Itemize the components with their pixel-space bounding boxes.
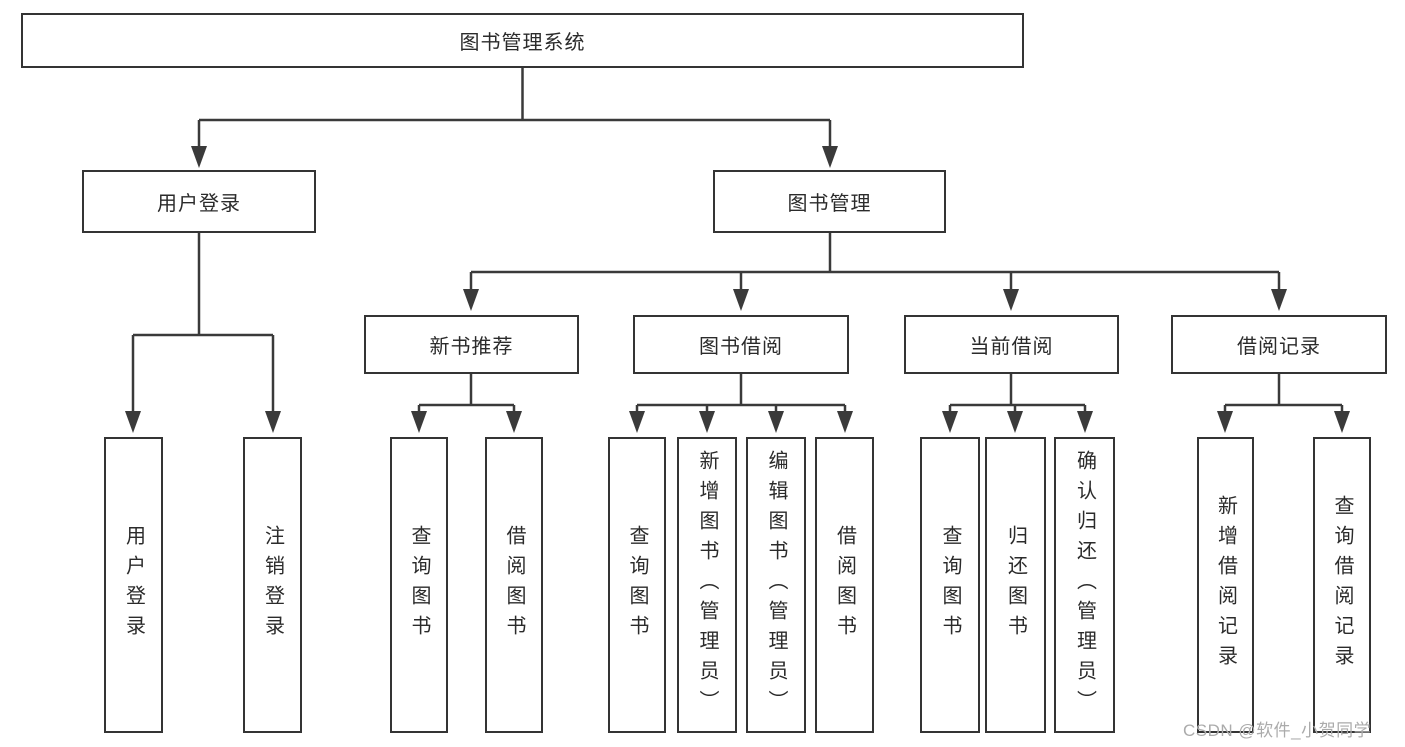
node-current-borrowing: 当前借阅 xyxy=(904,315,1119,374)
node-book-management: 图书管理 xyxy=(713,170,946,233)
leaf-add-books-admin: 新增图书（管理员） xyxy=(677,437,737,733)
arrowhead xyxy=(1007,411,1023,433)
node-user-login: 用户登录 xyxy=(82,170,316,233)
leaf-label: 查询图书 xyxy=(408,525,430,645)
leaf-label: 新增图书（管理员） xyxy=(696,450,718,720)
leaf-label: 查询图书 xyxy=(626,525,648,645)
leaf-label: 查询借阅记录 xyxy=(1331,495,1353,675)
leaf-return-books: 归还图书 xyxy=(985,437,1046,733)
arrowhead xyxy=(1334,411,1350,433)
leaf-query-books-current: 查询图书 xyxy=(920,437,980,733)
connector-arrowheads xyxy=(125,146,1350,433)
leaf-label: 借阅图书 xyxy=(833,525,856,645)
leaf-logout-login: 注销登录 xyxy=(243,437,302,733)
arrowhead xyxy=(125,411,141,433)
arrowhead xyxy=(837,411,853,433)
leaf-label: 新增借阅记录 xyxy=(1214,495,1237,675)
arrowhead xyxy=(822,146,838,168)
node-book-borrowing: 图书借阅 xyxy=(633,315,849,374)
leaf-borrow-books-recommendation: 借阅图书 xyxy=(485,437,543,733)
node-new-book-recommendation: 新书推荐 xyxy=(364,315,579,374)
leaf-query-borrow-record: 查询借阅记录 xyxy=(1313,437,1371,733)
arrowhead xyxy=(411,411,427,433)
arrowhead xyxy=(463,289,479,311)
leaf-label: 用户登录 xyxy=(122,525,145,645)
leaf-edit-books-admin: 编辑图书（管理员） xyxy=(746,437,806,733)
leaf-query-books-borrowing: 查询图书 xyxy=(608,437,666,733)
leaf-label: 确认归还（管理员） xyxy=(1073,450,1096,720)
arrowhead xyxy=(1217,411,1233,433)
arrowhead xyxy=(1271,289,1287,311)
node-borrowing-records: 借阅记录 xyxy=(1171,315,1387,374)
leaf-query-books-recommendation: 查询图书 xyxy=(390,437,448,733)
arrowhead xyxy=(733,289,749,311)
node-library-management-system: 图书管理系统 xyxy=(21,13,1024,68)
csdn-watermark: CSDN @软件_小贺同学 xyxy=(1183,721,1372,740)
leaf-label: 查询图书 xyxy=(939,525,961,645)
arrowhead xyxy=(942,411,958,433)
leaf-confirm-return-admin: 确认归还（管理员） xyxy=(1054,437,1115,733)
arrowhead xyxy=(1077,411,1093,433)
arrowhead xyxy=(629,411,645,433)
leaf-label: 编辑图书（管理员） xyxy=(765,450,787,720)
leaf-borrow-books: 借阅图书 xyxy=(815,437,874,733)
arrowhead xyxy=(191,146,207,168)
connector-paths xyxy=(131,68,1344,413)
arrowhead xyxy=(506,411,522,433)
leaf-add-borrow-record: 新增借阅记录 xyxy=(1197,437,1254,733)
arrowhead xyxy=(699,411,715,433)
leaf-user-login: 用户登录 xyxy=(104,437,163,733)
arrowhead xyxy=(265,411,281,433)
arrowhead xyxy=(1003,289,1019,311)
arrowhead xyxy=(768,411,784,433)
leaf-label: 注销登录 xyxy=(261,525,284,645)
leaf-label: 借阅图书 xyxy=(503,525,525,645)
leaf-label: 归还图书 xyxy=(1004,525,1027,645)
